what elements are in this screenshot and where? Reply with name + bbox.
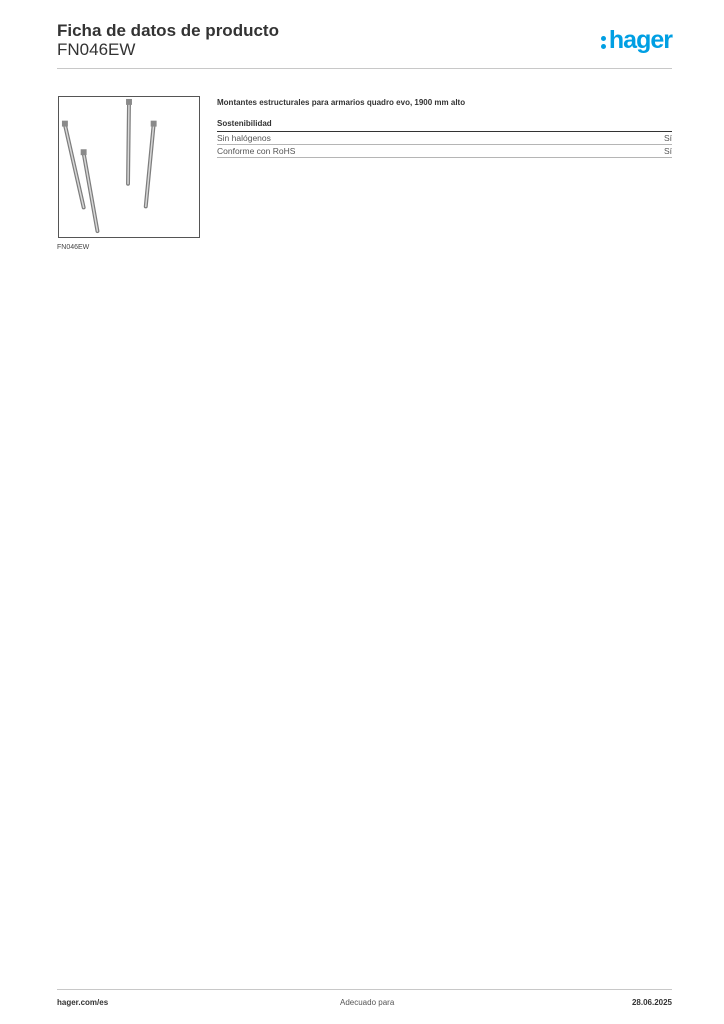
page-footer: hager.com/es Adecuado para 28.06.2025: [57, 989, 672, 1010]
page-header: Ficha de datos de producto FN046EW hager: [57, 20, 673, 69]
footer-center-text: Adecuado para: [340, 998, 395, 1007]
product-image: [58, 96, 200, 238]
product-code: FN046EW: [57, 40, 136, 59]
product-info: Montantes estructurales para armarios qu…: [217, 97, 672, 158]
footer-website-link[interactable]: hager.com/es: [57, 998, 109, 1007]
document-title: Ficha de datos de producto: [57, 21, 279, 40]
image-caption: FN046EW: [57, 244, 90, 251]
logo-colon-icon: [600, 35, 606, 49]
spec-label: Conforme con RoHS: [217, 146, 296, 156]
product-description: Montantes estructurales para armarios qu…: [217, 98, 466, 107]
footer-date: 28.06.2025: [631, 998, 672, 1007]
section-heading-sustainability: Sostenibilidad: [217, 118, 672, 132]
spec-value: Sí: [663, 133, 672, 143]
hager-logo: hager: [600, 26, 673, 54]
spec-value: Sí: [663, 146, 672, 156]
spec-row: Sin halógenos Sí: [217, 132, 672, 145]
spec-row: Conforme con RoHS Sí: [217, 145, 672, 158]
logo-text: hager: [608, 26, 673, 54]
spec-label: Sin halógenos: [217, 133, 271, 143]
structural-uprights-illustration: [61, 98, 157, 234]
